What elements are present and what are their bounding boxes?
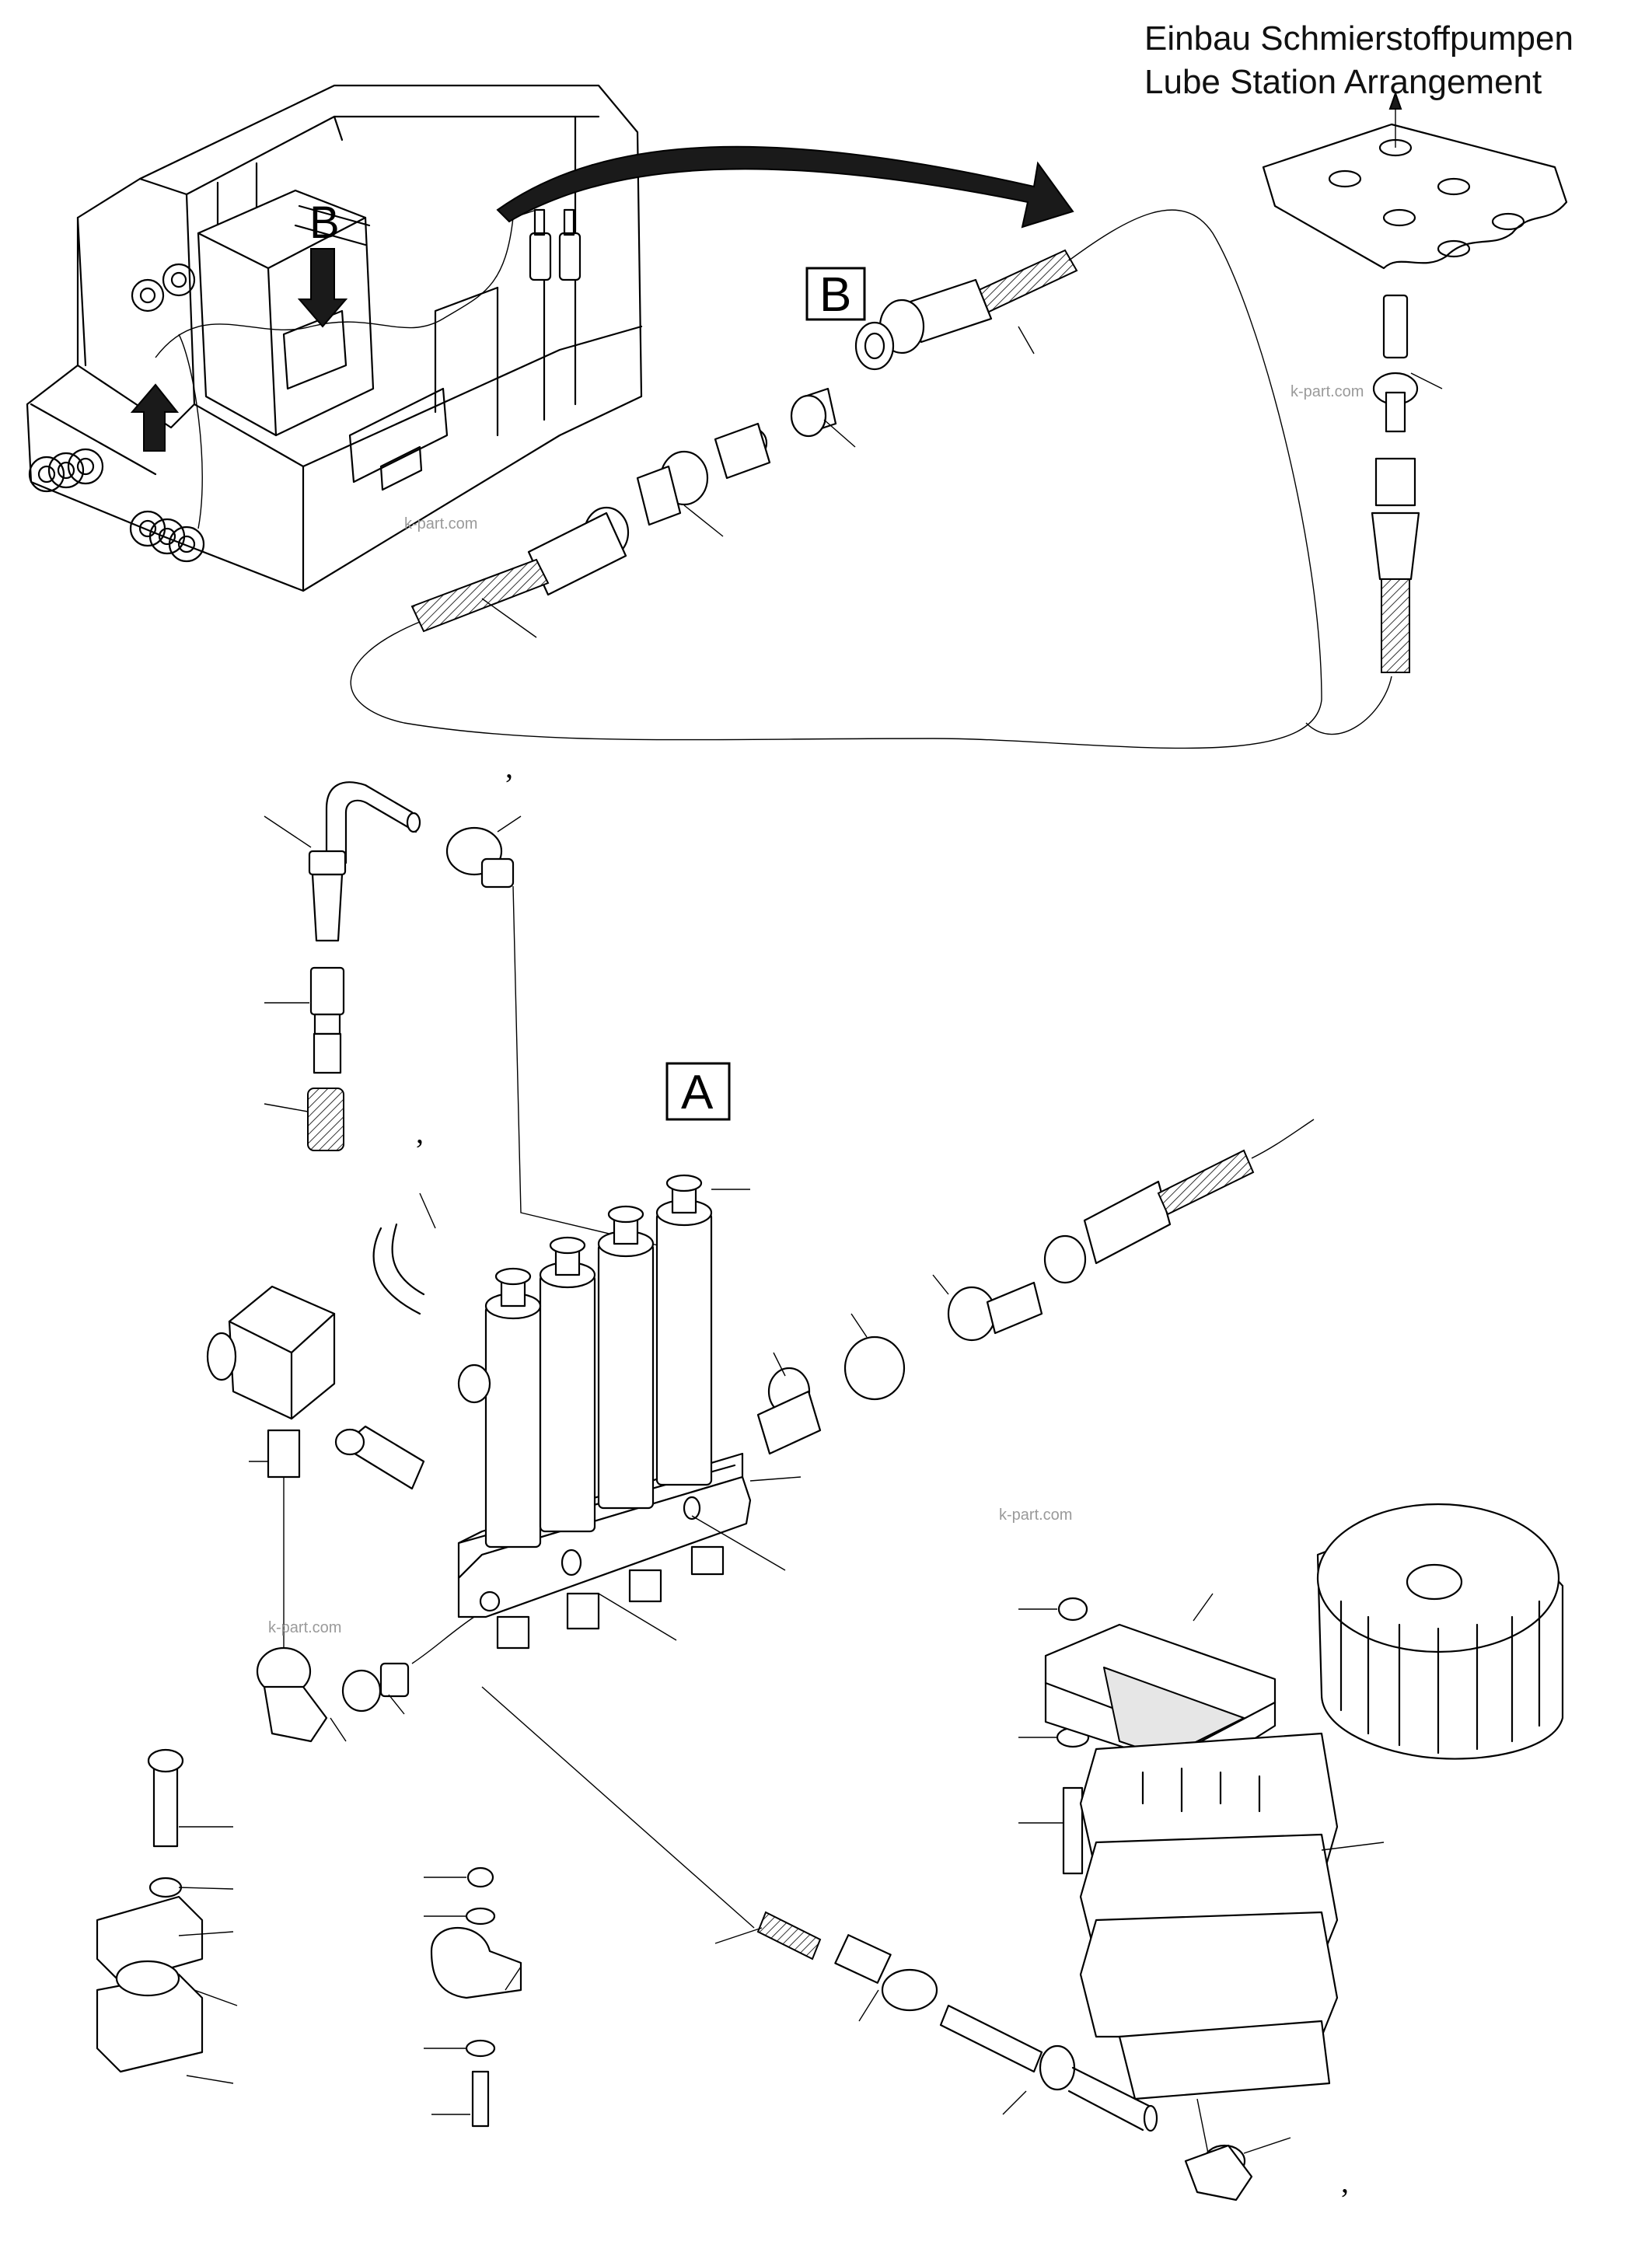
watermark-3: k-part.com xyxy=(999,1507,1072,1524)
curved-arrow-icon xyxy=(496,145,1074,229)
wheel-group-left xyxy=(28,263,205,563)
title-block: Einbau Schmierstoffpumpen Lube Station A… xyxy=(1144,19,1573,101)
arrow-up-icon xyxy=(130,383,180,452)
pipe-clamp-assembly xyxy=(96,1748,238,2084)
hose-clip-assembly xyxy=(424,1866,522,2128)
detail-b-callout: B xyxy=(805,267,866,322)
bottom-pipe-assembly xyxy=(481,1686,1158,2132)
elbow-fitting-left: k-part.com xyxy=(256,1616,475,1743)
comma-mark-2: , xyxy=(416,1115,424,1150)
hose-assembly-a: k-part.com xyxy=(756,1119,1315,1524)
watermark-4: k-part.com xyxy=(268,1619,341,1636)
gear-stack-assembly: , xyxy=(1018,1593,1385,2201)
watermark-1: k-part.com xyxy=(404,515,477,532)
solenoid-valve xyxy=(206,1285,336,1664)
comma-mark-3: , xyxy=(1341,2164,1349,2199)
lube-station-plate xyxy=(1262,90,1568,735)
view-b-marker: B xyxy=(309,197,340,248)
arrow-down-icon xyxy=(297,248,348,328)
comma-mark-1: , xyxy=(505,749,513,784)
title-english: Lube Station Arrangement xyxy=(1144,63,1542,101)
title-german: Einbau Schmierstoffpumpen xyxy=(1144,19,1573,58)
hose-assembly-b: k-part.com xyxy=(350,209,1364,749)
mounting-bolt xyxy=(334,1425,425,1490)
detail-b-label: B xyxy=(819,268,851,322)
large-gear xyxy=(1316,1503,1564,1760)
machine-overview: B k-part.com xyxy=(26,84,1074,592)
pipe-fitting-column: , , xyxy=(264,749,685,1252)
pump-block-assembly xyxy=(372,1174,802,1650)
detail-a-label: A xyxy=(681,1066,714,1119)
watermark-2: k-part.com xyxy=(1291,383,1364,400)
detail-a-callout: A xyxy=(665,1062,731,1121)
